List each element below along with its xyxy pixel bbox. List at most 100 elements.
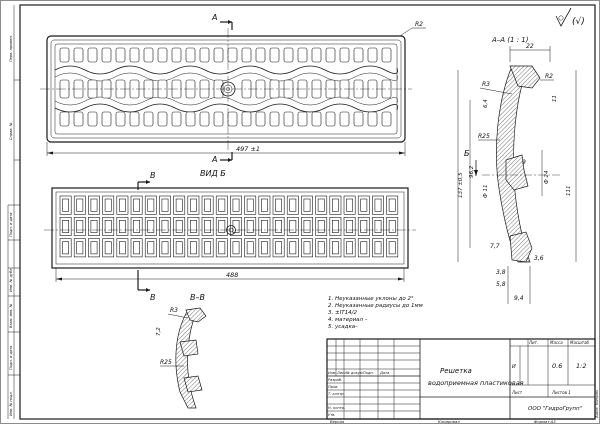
rib-cell-inner (232, 198, 240, 212)
dim-vv-r3: R3 (170, 307, 178, 314)
dim-5-8: 5,8 (496, 281, 506, 288)
side-stamp-label: Перв. примен. (9, 35, 13, 62)
drawing-name-line1: Решетка (440, 367, 472, 375)
rib-cell-inner (260, 198, 268, 212)
dim-9: 9 (522, 159, 526, 166)
tb-mass-value: 0.6 (552, 362, 562, 370)
tb-lit-u: И (512, 364, 516, 370)
slot (157, 111, 168, 127)
dim-3-6: 3,6 (534, 255, 544, 262)
rib-cell-inner (246, 198, 254, 212)
slot (227, 47, 238, 63)
side-stamp-label: Подп. и дата (9, 346, 13, 370)
section-v-v: В–В R3 7,2 R25 (156, 293, 207, 409)
side-stamp-label: Инв. № подл. (9, 391, 13, 416)
rib-cell-inner (133, 220, 140, 233)
slot (171, 47, 182, 63)
dim-r3: R3 (482, 81, 490, 88)
rib-cell-inner (374, 241, 382, 255)
slot (87, 111, 98, 127)
tb-sheet: Лист (511, 390, 523, 395)
rib-cell-inner (190, 198, 197, 212)
slot (115, 111, 126, 127)
rib-cell-inner (388, 198, 396, 212)
rib-cell-inner (331, 241, 339, 255)
slot (157, 47, 168, 63)
tb-col-scale: Масштаб (570, 340, 590, 345)
section-a-a-title: А–А (1 : 1) (491, 36, 529, 44)
section-v-v-title: В–В (190, 293, 205, 302)
rib-cell-inner (260, 241, 268, 255)
rib-cell-inner (161, 198, 169, 212)
side-stamp-label: Взам. инв. № (9, 303, 13, 328)
slot (241, 111, 252, 127)
dim-22: 22 (526, 43, 534, 50)
tb-company: ООО "ГидроГрупп" (528, 406, 582, 412)
bottom-kopiroval: Копировал (438, 419, 460, 424)
dim-r25: R25 (478, 133, 490, 140)
rib-cell-inner (289, 220, 297, 233)
side-stamp-label: Справ. № (9, 122, 13, 140)
slot (353, 111, 364, 127)
slot (269, 111, 280, 127)
rib-cell-inner (275, 198, 282, 212)
rib-cell-inner (232, 241, 240, 255)
tb-date: Дата (379, 371, 389, 375)
rib-cell-inner (317, 220, 325, 233)
dim-111: 111 (566, 186, 572, 197)
slot (339, 111, 350, 127)
slot (381, 47, 392, 63)
slot (101, 111, 112, 127)
tb-list: Лист (336, 371, 347, 375)
rib-cell-inner (119, 241, 126, 255)
rib-cell-inner (246, 241, 254, 255)
roughness-label: (√) (572, 16, 585, 27)
top-view: А А R2 497 ±1 (40, 13, 426, 164)
rib-cell-inner (62, 241, 69, 255)
slot (325, 47, 336, 63)
rib-cell-inner (360, 241, 368, 255)
length-dimension-488: 488 (226, 271, 238, 279)
rib-cell-inner (317, 198, 325, 212)
rib-cell-inner (218, 220, 226, 233)
rib-cell-inner (133, 241, 140, 255)
radius-label-r2: R2 (415, 21, 423, 28)
tb-col-mass: Масса (550, 340, 563, 345)
slot (199, 47, 210, 63)
slot (185, 47, 196, 63)
dim-96-2: 96,2 (469, 165, 475, 178)
tb-sign: Подп. (363, 371, 374, 375)
note-5: 5. усадка– (328, 324, 358, 330)
rib-cell-inner (346, 220, 353, 233)
slot (73, 47, 84, 63)
slot (297, 111, 308, 127)
rib-cell-inner (133, 198, 140, 212)
dim-11: 11 (552, 95, 558, 102)
rib-cell-inner (190, 220, 197, 233)
section-v-v-profile (175, 309, 197, 409)
rib-cell-inner (147, 241, 155, 255)
note-3: 3. ±IT14/2 (328, 310, 357, 316)
rib-cell-inner (119, 220, 126, 233)
side-stamp-labels: Перв. примен. Справ. № Подп. и дата Инв.… (9, 35, 13, 416)
rib-cell-inner (374, 220, 382, 233)
title-block: Изм. Лист № докум. Подп. Дата Разраб. Пр… (326, 338, 596, 420)
tb-izm: Изм. (328, 371, 336, 375)
rib-cell-inner (388, 220, 396, 233)
view-b-title: ВИД Б (200, 169, 226, 178)
slot (59, 111, 70, 127)
rib-cell-inner (289, 198, 297, 212)
dim-phi-11: Ф 11 (483, 185, 489, 198)
slot (143, 47, 154, 63)
side-stamp-label: Инв. № дубл. (9, 267, 13, 292)
slot (255, 47, 266, 63)
rib-cell-inner (204, 220, 211, 233)
rib-cell-inner (62, 198, 69, 212)
rib-cell-inner (62, 220, 69, 233)
slot (87, 47, 98, 63)
section-label-b-top: В (150, 171, 156, 180)
dim-phi-24: Ф 24 (544, 170, 550, 184)
bottom-versiya: Версия (330, 419, 345, 424)
rib-cell-inner (346, 241, 353, 255)
